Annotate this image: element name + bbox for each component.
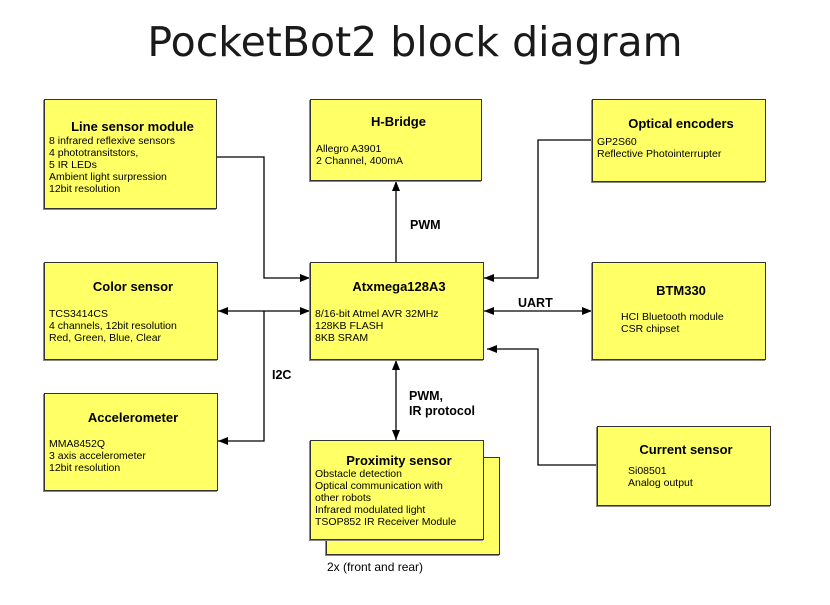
block-line: Optical communication with — [315, 480, 443, 492]
block-line: Si08501 — [628, 465, 667, 477]
block-line: Analog output — [628, 477, 693, 489]
label-pwm-ir-line: PWM, — [409, 389, 444, 403]
block-line-sensor: Line sensor module 8 infrared reflexive … — [44, 99, 217, 209]
block-line: Red, Green, Blue, Clear — [49, 332, 162, 344]
label-pwm-ir: PWM, IR protocol — [409, 389, 475, 419]
block-hbridge: H-Bridge Allegro A3901 2 Channel, 400mA — [310, 99, 482, 181]
block-line: HCI Bluetooth module — [621, 311, 724, 323]
block-line: Obstacle detection — [315, 468, 402, 480]
block-title: Accelerometer — [87, 410, 179, 425]
block-title: Line sensor module — [71, 119, 194, 134]
wire-line-sensor-to-mcu — [217, 156, 310, 282]
wire-i2c-accel — [218, 311, 265, 445]
block-title: H-Bridge — [371, 114, 426, 129]
block-line: TSOP852 IR Receiver Module — [315, 516, 457, 528]
label-pwm: PWM — [410, 218, 441, 232]
block-line: other robots — [315, 492, 372, 504]
proximity-count-note: 2x (front and rear) — [327, 560, 424, 574]
block-mcu: Atxmega128A3 8/16-bit Atmel AVR 32MHz 12… — [310, 262, 484, 360]
block-optical-encoders: Optical encoders GP2S60 Reflective Photo… — [592, 99, 766, 182]
block-title: Proximity sensor — [346, 453, 452, 468]
block-line: GP2S60 — [597, 136, 637, 148]
block-line: CSR chipset — [621, 323, 680, 335]
block-line: Allegro A3901 — [316, 143, 382, 155]
block-proximity: Proximity sensor Obstacle detection Opti… — [310, 440, 484, 540]
block-line: Infrared modulated light — [315, 504, 426, 516]
block-title: Optical encoders — [628, 116, 734, 131]
block-color-sensor: Color sensor TCS3414CS 4 channels, 12bit… — [44, 262, 218, 360]
block-line: TCS3414CS — [49, 308, 108, 320]
block-line: 128KB FLASH — [315, 320, 384, 332]
block-title: Current sensor — [639, 442, 733, 457]
block-current-sensor: Current sensor Si08501 Analog output — [597, 426, 771, 506]
block-line: 12bit resolution — [49, 183, 121, 195]
block-title: Atxmega128A3 — [352, 279, 446, 294]
label-i2c: I2C — [272, 368, 292, 382]
block-btm330: BTM330 HCI Bluetooth module CSR chipset — [592, 262, 766, 360]
label-pwm-ir-line: IR protocol — [409, 404, 475, 418]
block-line: MMA8452Q — [49, 438, 106, 450]
block-line: 8/16-bit Atmel AVR 32MHz — [315, 308, 439, 320]
block-line: 12bit resolution — [49, 462, 121, 474]
block-title: BTM330 — [656, 283, 706, 298]
wire-current-to-mcu — [487, 345, 597, 466]
block-title: Color sensor — [92, 279, 174, 294]
block-line: 8KB SRAM — [315, 332, 369, 344]
block-line: 5 IR LEDs — [49, 159, 97, 171]
block-line: 8 infrared reflexive sensors — [49, 135, 176, 147]
diagram-title: PocketBot2 block diagram — [147, 18, 683, 66]
block-line: Reflective Photointerrupter — [597, 148, 722, 160]
wire-encoders-to-mcu — [484, 139, 594, 282]
block-line: 4 phototransitstors, — [49, 147, 139, 159]
label-uart: UART — [518, 296, 553, 310]
block-accelerometer: Accelerometer MMA8452Q 3 axis accelerome… — [44, 393, 218, 491]
block-line: 3 axis accelerometer — [49, 450, 146, 462]
block-line: 2 Channel, 400mA — [316, 155, 403, 167]
block-line: 4 channels, 12bit resolution — [49, 320, 177, 332]
block-line: Ambient light surpression — [49, 171, 167, 183]
